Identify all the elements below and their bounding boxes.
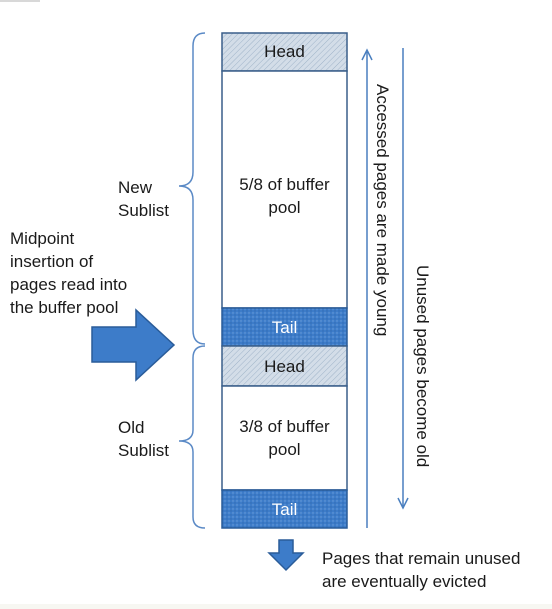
new-body-block <box>221 70 348 309</box>
new-body-label-line1: 5/8 of buffer <box>239 175 330 194</box>
old-head-label: Head <box>264 357 305 376</box>
old-sublist-brace <box>178 345 206 529</box>
old-body-label-line1: 3/8 of buffer <box>239 417 330 436</box>
bottom-edge <box>0 604 552 609</box>
old-body-label-line2: pool <box>268 440 301 459</box>
new-sublist-label-line1: New <box>118 178 153 197</box>
evicted-label-line1: Pages that remain unused <box>322 549 521 568</box>
accessed-arrowhead <box>361 48 373 61</box>
evicted-label-line2: are eventually evicted <box>322 572 487 591</box>
old-tail-label: Tail <box>271 500 298 519</box>
new-head-label: Head <box>264 42 305 61</box>
midpoint-label-line3: pages read into <box>10 275 128 294</box>
unused-arrow-label: Unused pages become old <box>413 265 432 468</box>
new-tail-block <box>221 307 348 347</box>
corner-artifact <box>0 0 40 2</box>
new-body-label-line2: pool <box>268 198 301 217</box>
midpoint-label-line4: the buffer pool <box>10 298 119 317</box>
old-sublist-label-line2: Sublist <box>118 441 170 460</box>
eviction-arrow <box>267 539 305 572</box>
midpoint-label-line2: insertion of <box>10 252 94 271</box>
new-sublist-brace <box>178 32 206 345</box>
unused-arrowhead <box>397 497 409 510</box>
new-tail-label: Tail <box>271 318 298 337</box>
new-sublist-label-line2: Sublist <box>118 201 170 220</box>
midpoint-label-line1: Midpoint <box>10 229 75 248</box>
old-sublist-label-line1: Old <box>118 418 145 437</box>
midpoint-insertion-arrow <box>91 308 176 382</box>
old-tail-block <box>221 489 348 529</box>
accessed-arrow-label: Accessed pages are made young <box>373 84 392 337</box>
